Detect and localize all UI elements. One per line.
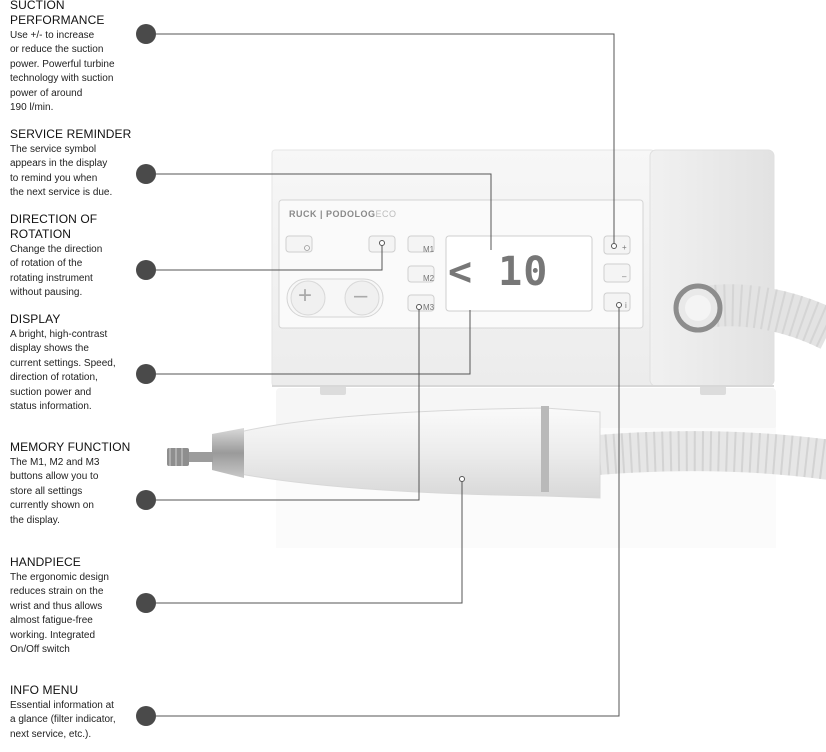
feature-title: INFO MENU (10, 683, 79, 697)
m2-button (407, 265, 435, 283)
display-screen (445, 235, 593, 312)
callout-dot-display (136, 364, 156, 384)
m3-button (407, 294, 435, 312)
callout-dot-info (136, 706, 156, 726)
m1-button (407, 235, 435, 253)
burr-bit (167, 448, 189, 466)
leader-handpiece (156, 479, 463, 604)
m1-label: M1 (423, 245, 435, 254)
leader-memory (156, 307, 420, 501)
feature-display: DISPLAY A bright, high-contrast display … (10, 312, 132, 414)
handpiece (167, 406, 601, 499)
feature-title: DISPLAY (10, 312, 61, 326)
leader-info (156, 305, 620, 717)
feature-memory-function: MEMORY FUNCTION The M1, M2 and M3 button… (10, 440, 132, 528)
feature-body: The ergonomic design reduces strain on t… (10, 572, 109, 656)
feature-direction-of-rotation: DIRECTION OF ROTATION Change the directi… (10, 212, 132, 301)
feature-body: Change the direction of rotation of the … (10, 244, 103, 299)
callout-dot-suction (136, 24, 156, 44)
big-minus-label: – (354, 282, 368, 309)
display-readout: < 10 (448, 249, 549, 295)
minus-button (603, 263, 631, 283)
plus-label: + (622, 243, 627, 252)
callout-dot-rotation (136, 260, 156, 280)
m3-label: M3 (423, 303, 435, 312)
feature-service-reminder: SERVICE REMINDER The service symbol appe… (10, 127, 132, 201)
feature-body: A bright, high-contrast display shows th… (10, 329, 116, 413)
leader-display (156, 310, 471, 375)
feature-title: MEMORY FUNCTION (10, 440, 131, 454)
power-button (285, 235, 313, 253)
power-icon (304, 245, 310, 251)
feature-body: Use +/- to increase or reduce the suctio… (10, 30, 115, 114)
leader-rotation (156, 243, 383, 271)
feature-title: SERVICE REMINDER (10, 127, 132, 141)
callout-dot-memory (136, 490, 156, 510)
device-brand: RUCK | PODOLOGECO (289, 209, 397, 219)
plus-button (603, 235, 631, 255)
feature-handpiece: HANDPIECE The ergonomic design reduces s… (10, 555, 132, 657)
model-suffix: ECO (375, 209, 397, 219)
model-name: PODOLOG (326, 209, 376, 219)
feature-suction-performance: SUCTION PERFORMANCE Use +/- to increase … (10, 0, 132, 115)
big-plus-label: + (298, 282, 313, 309)
feature-title: DIRECTION OF ROTATION (10, 212, 98, 241)
info-button (603, 292, 631, 312)
brand-name: RUCK (289, 209, 317, 219)
callout-dot-service (136, 164, 156, 184)
m2-label: M2 (423, 274, 435, 283)
feature-body: The M1, M2 and M3 buttons allow you to s… (10, 457, 100, 526)
callout-dot-handpiece (136, 593, 156, 613)
leader-suction (156, 33, 615, 246)
feature-title: HANDPIECE (10, 555, 81, 569)
info-label: i (625, 301, 627, 310)
leader-service (156, 173, 492, 250)
feature-body: The service symbol appears in the displa… (10, 144, 113, 199)
feature-title: SUCTION PERFORMANCE (10, 0, 105, 27)
feature-body: Essential information at a glance (filte… (10, 700, 116, 740)
minus-label: – (622, 272, 627, 281)
feature-info-menu: INFO MENU Essential information at a gla… (10, 683, 132, 742)
